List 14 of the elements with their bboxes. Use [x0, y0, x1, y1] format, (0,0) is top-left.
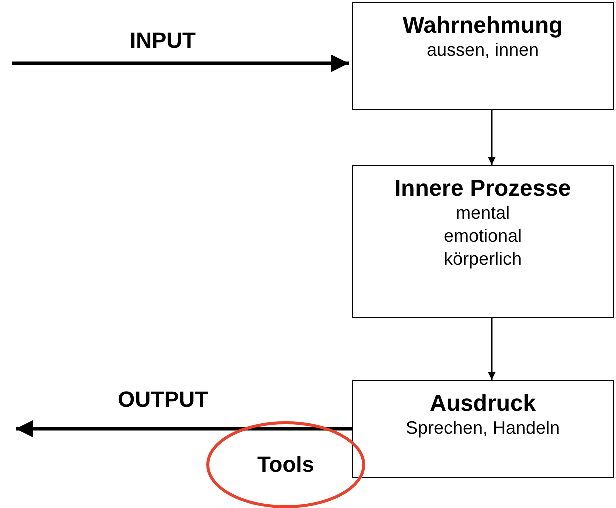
box-text: mental emotional körperlich — [442, 202, 524, 271]
process-box — [352, 165, 614, 318]
ellipse-label: Tools — [257, 452, 315, 478]
box-heading: Innere Prozesse — [394, 174, 572, 202]
box-text: Sprechen, Handeln — [406, 417, 560, 440]
arrow — [488, 110, 496, 165]
arrow — [12, 54, 349, 72]
box-heading: Ausdruck — [430, 389, 536, 417]
process-box — [352, 2, 614, 110]
box-text: aussen, innen — [426, 39, 540, 62]
arrow — [488, 318, 496, 380]
arrow — [16, 420, 352, 438]
process-box — [352, 380, 614, 478]
box-heading: Wahrnehmung — [402, 11, 564, 39]
